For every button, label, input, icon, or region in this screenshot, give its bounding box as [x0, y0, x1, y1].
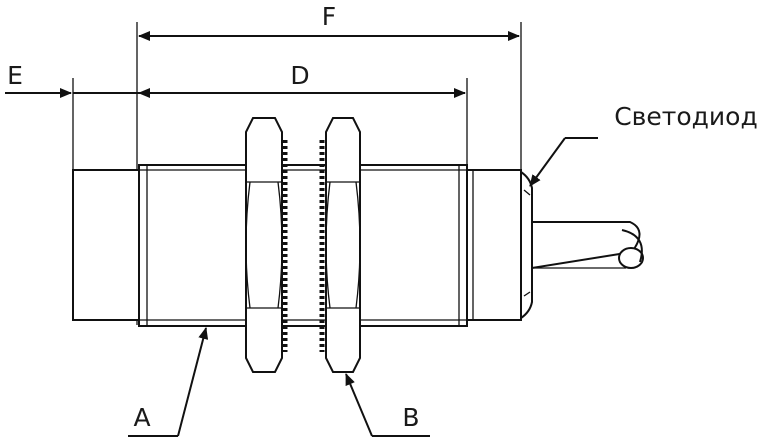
sensor-body [72, 164, 522, 327]
dimension-e: E [5, 61, 139, 98]
dimension-f: F [138, 2, 520, 41]
dimension-d-label: D [290, 61, 309, 90]
nut-left [245, 117, 288, 373]
part-b-label: B [402, 403, 419, 432]
dimension-e-label: E [7, 61, 23, 90]
part-b-leader: B [345, 373, 430, 437]
part-a-leader: A [128, 327, 209, 437]
led-leader: Светодиод [529, 102, 758, 187]
led-label: Светодиод [614, 102, 758, 131]
dimension-f-label: F [322, 2, 336, 31]
part-a-label: A [133, 403, 150, 432]
nut-right [319, 117, 361, 373]
dimension-d: D [138, 61, 466, 98]
led-ring [520, 170, 533, 320]
cable [531, 221, 644, 270]
